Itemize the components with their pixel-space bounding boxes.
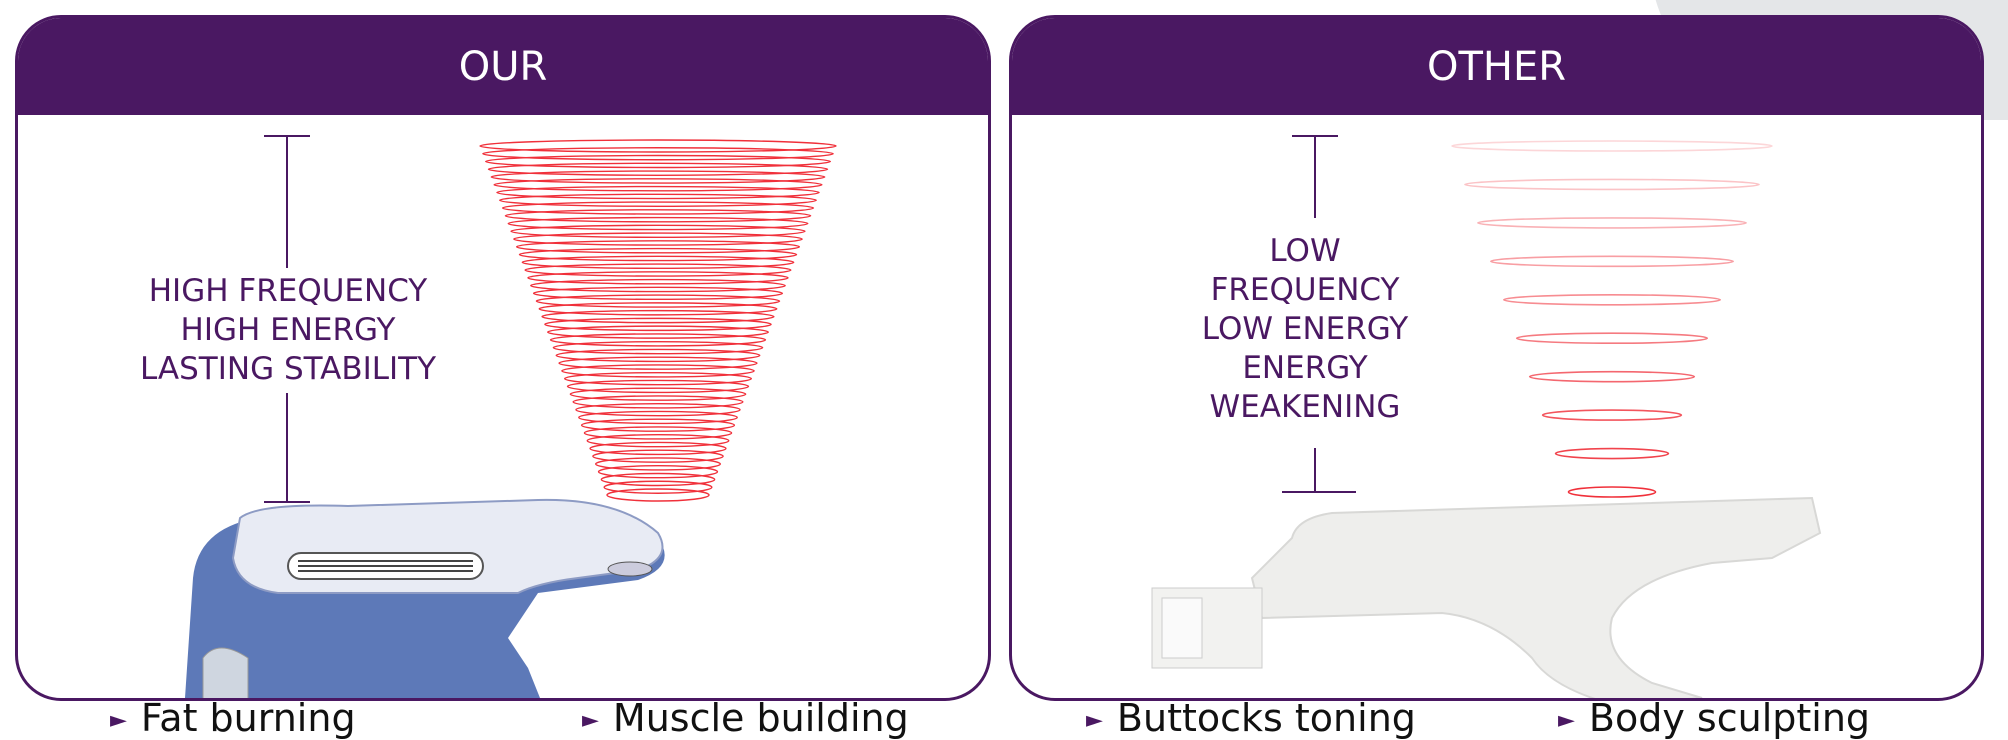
wave-ring xyxy=(1541,409,1683,421)
wave-ring xyxy=(499,193,817,207)
wave-ring xyxy=(521,255,795,270)
wave-ring xyxy=(597,465,719,479)
wave-ring xyxy=(510,224,806,239)
wave-ring xyxy=(527,271,789,285)
wave-ring xyxy=(1477,217,1747,229)
bullet-item: ► Muscle building xyxy=(582,699,909,737)
wave-ring xyxy=(555,348,761,363)
wave-ring xyxy=(592,449,724,463)
wave-ring xyxy=(482,147,834,161)
wave-ring xyxy=(603,480,713,494)
wave-ring xyxy=(487,162,829,176)
wave-ring xyxy=(1515,332,1709,345)
label-line: ENERGY xyxy=(1242,350,1368,386)
wave-ring xyxy=(484,154,832,169)
wave-ring xyxy=(479,139,837,153)
arrow-icon: ► xyxy=(1558,707,1575,733)
panel-other: OTHER LOW FREQUENCY LOW ENERGY ENERGY WE… xyxy=(1009,15,1984,701)
wave-ring xyxy=(504,209,812,223)
wave-ring xyxy=(552,340,764,355)
wave-ring xyxy=(606,488,710,502)
bullet-text: Fat burning xyxy=(140,696,356,740)
bullet-item: ► Body sculpting xyxy=(1558,699,1870,737)
panel-title-our: OUR xyxy=(18,18,988,115)
label-line: WEAKENING xyxy=(1209,389,1401,425)
our-illustration xyxy=(185,135,837,698)
wave-ring xyxy=(1554,447,1670,460)
wave-ring xyxy=(535,294,781,308)
wave-ring xyxy=(580,418,736,432)
wave-ring xyxy=(507,216,809,231)
wave-ring xyxy=(524,263,792,277)
high-frequency-waves xyxy=(479,139,837,502)
low-frequency-waves xyxy=(1451,140,1773,498)
bullet-text: Buttocks toning xyxy=(1116,696,1416,740)
label-line: LASTING STABILITY xyxy=(139,351,437,387)
wave-ring xyxy=(513,232,803,246)
wave-ring xyxy=(549,333,767,347)
wave-ring xyxy=(501,201,815,215)
wave-ring xyxy=(530,278,786,293)
wave-ring xyxy=(1490,255,1734,268)
other-label: LOW FREQUENCY LOW ENERGY ENERGY WEAKENIN… xyxy=(1172,228,1438,431)
wave-ring xyxy=(1464,178,1760,191)
wave-ring xyxy=(1528,370,1696,383)
wave-ring xyxy=(569,387,747,401)
bullet-item: ► Buttocks toning xyxy=(1086,699,1416,737)
label-line: HIGH ENERGY xyxy=(180,312,396,348)
bullet-text: Body sculpting xyxy=(1588,696,1871,740)
wave-ring xyxy=(583,426,733,440)
wave-ring xyxy=(532,286,784,301)
our-label: HIGH FREQUENCY HIGH ENERGY LASTING STABI… xyxy=(128,268,448,393)
wave-ring xyxy=(575,402,741,417)
wave-ring xyxy=(600,472,716,487)
bullet-text: Muscle building xyxy=(612,696,909,740)
label-line: LOW ENERGY xyxy=(1201,311,1409,347)
wave-ring xyxy=(558,356,758,370)
panel-our: OUR HIGH FREQUENCY HIGH ENERGY LASTING S… xyxy=(15,15,991,701)
wave-ring xyxy=(518,247,798,262)
scale-bar xyxy=(1282,135,1356,493)
wave-ring xyxy=(561,364,755,378)
wave-ring xyxy=(515,240,801,254)
label-line: LOW xyxy=(1269,233,1341,269)
label-line: HIGH FREQUENCY xyxy=(148,273,428,309)
arrow-icon: ► xyxy=(582,707,599,733)
wave-ring xyxy=(578,410,738,425)
wave-ring xyxy=(544,317,772,332)
other-device xyxy=(1151,496,1822,698)
wave-ring xyxy=(541,309,775,324)
arrow-icon: ► xyxy=(1086,707,1103,733)
wave-ring xyxy=(563,371,753,386)
panel-title-other: OTHER xyxy=(1012,18,1981,115)
bullet-item: ► Fat burning xyxy=(110,699,356,737)
other-illustration xyxy=(1151,135,1822,698)
wave-ring xyxy=(538,302,778,316)
wave-ring xyxy=(566,379,750,394)
label-line: FREQUENCY xyxy=(1210,272,1400,308)
wave-ring xyxy=(589,441,727,456)
wave-ring xyxy=(1451,140,1773,152)
wave-ring xyxy=(1502,293,1722,306)
wave-ring xyxy=(1567,486,1657,498)
wave-ring xyxy=(496,185,820,200)
our-device xyxy=(185,498,665,698)
wave-ring xyxy=(572,395,744,409)
wave-ring xyxy=(493,178,823,192)
wave-ring xyxy=(490,170,826,184)
wave-ring xyxy=(595,457,721,471)
wave-ring xyxy=(586,434,730,448)
arrow-icon: ► xyxy=(110,707,127,733)
wave-ring xyxy=(547,325,769,339)
